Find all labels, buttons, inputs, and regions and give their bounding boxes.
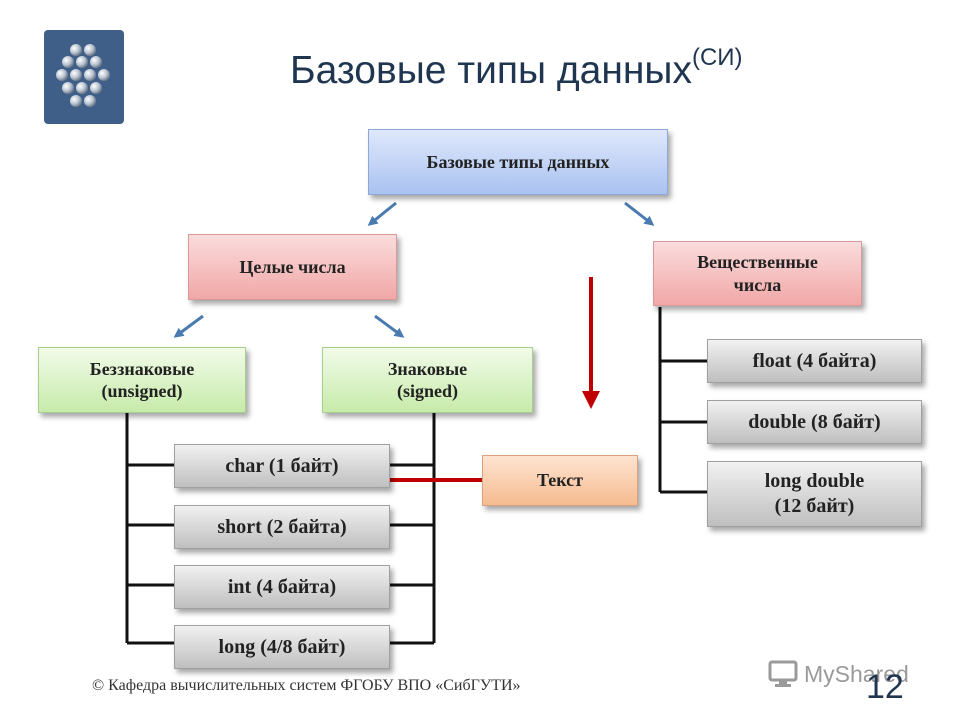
node-long-double: long double (12 байт) [707, 461, 922, 527]
node-long-double-label: long double (12 байт) [764, 470, 865, 517]
page-number: 12 [866, 668, 904, 706]
bracket-unsigned [125, 413, 174, 645]
node-unsigned-label: Беззнаковые (unsigned) [89, 358, 195, 402]
node-long-label: long (4/8 байт) [218, 635, 346, 658]
node-short: short (2 байта) [174, 505, 390, 549]
bracket-signed [390, 413, 436, 645]
slide-title-superscript: (СИ) [691, 44, 743, 71]
logo-graphic [56, 44, 110, 107]
arrow-root-to-integers [367, 201, 397, 226]
node-integers: Целые числа [188, 234, 397, 300]
node-char: char (1 байт) [174, 444, 390, 488]
watermark-monitor-icon [768, 660, 798, 687]
node-double: double (8 байт) [707, 400, 922, 444]
node-long: long (4/8 байт) [174, 625, 390, 669]
slide-title-text: Базовые типы данных [290, 49, 692, 92]
node-double-label: double (8 байт) [748, 410, 881, 433]
node-int-label: int (4 байта) [227, 575, 337, 598]
arrow-root-to-reals [624, 201, 655, 226]
slide-title: Базовые типы данных(СИ) [290, 44, 743, 93]
logo [44, 30, 124, 124]
watermark: MyShared [768, 656, 928, 692]
node-float-label: float (4 байта) [752, 349, 877, 372]
node-integers-label: Целые числа [239, 256, 346, 277]
node-reals: Вещественные числа [653, 241, 862, 306]
arrow-integers-to-signed [374, 314, 405, 338]
node-short-label: short (2 байта) [217, 515, 347, 538]
node-reals-label: Вещественные числа [697, 252, 818, 295]
node-float: float (4 байта) [707, 339, 922, 383]
node-char-label: char (1 байт) [225, 454, 339, 477]
arrow-integers-to-unsigned [173, 314, 204, 338]
node-root: Базовые типы данных [368, 129, 668, 195]
watermark-text: MyShared [804, 660, 909, 687]
node-unsigned: Беззнаковые (unsigned) [38, 347, 246, 413]
slide-footer: © Кафедра вычислительных систем ФГОБУ ВП… [92, 677, 521, 694]
node-root-label: Базовые типы данных [426, 151, 610, 172]
node-signed: Знаковые (signed) [322, 347, 533, 413]
bracket-reals [658, 307, 707, 494]
node-text: Текст [482, 455, 638, 506]
node-signed-label: Знаковые (signed) [387, 358, 468, 402]
node-int: int (4 байта) [174, 565, 390, 609]
node-text-label: Текст [536, 470, 584, 491]
